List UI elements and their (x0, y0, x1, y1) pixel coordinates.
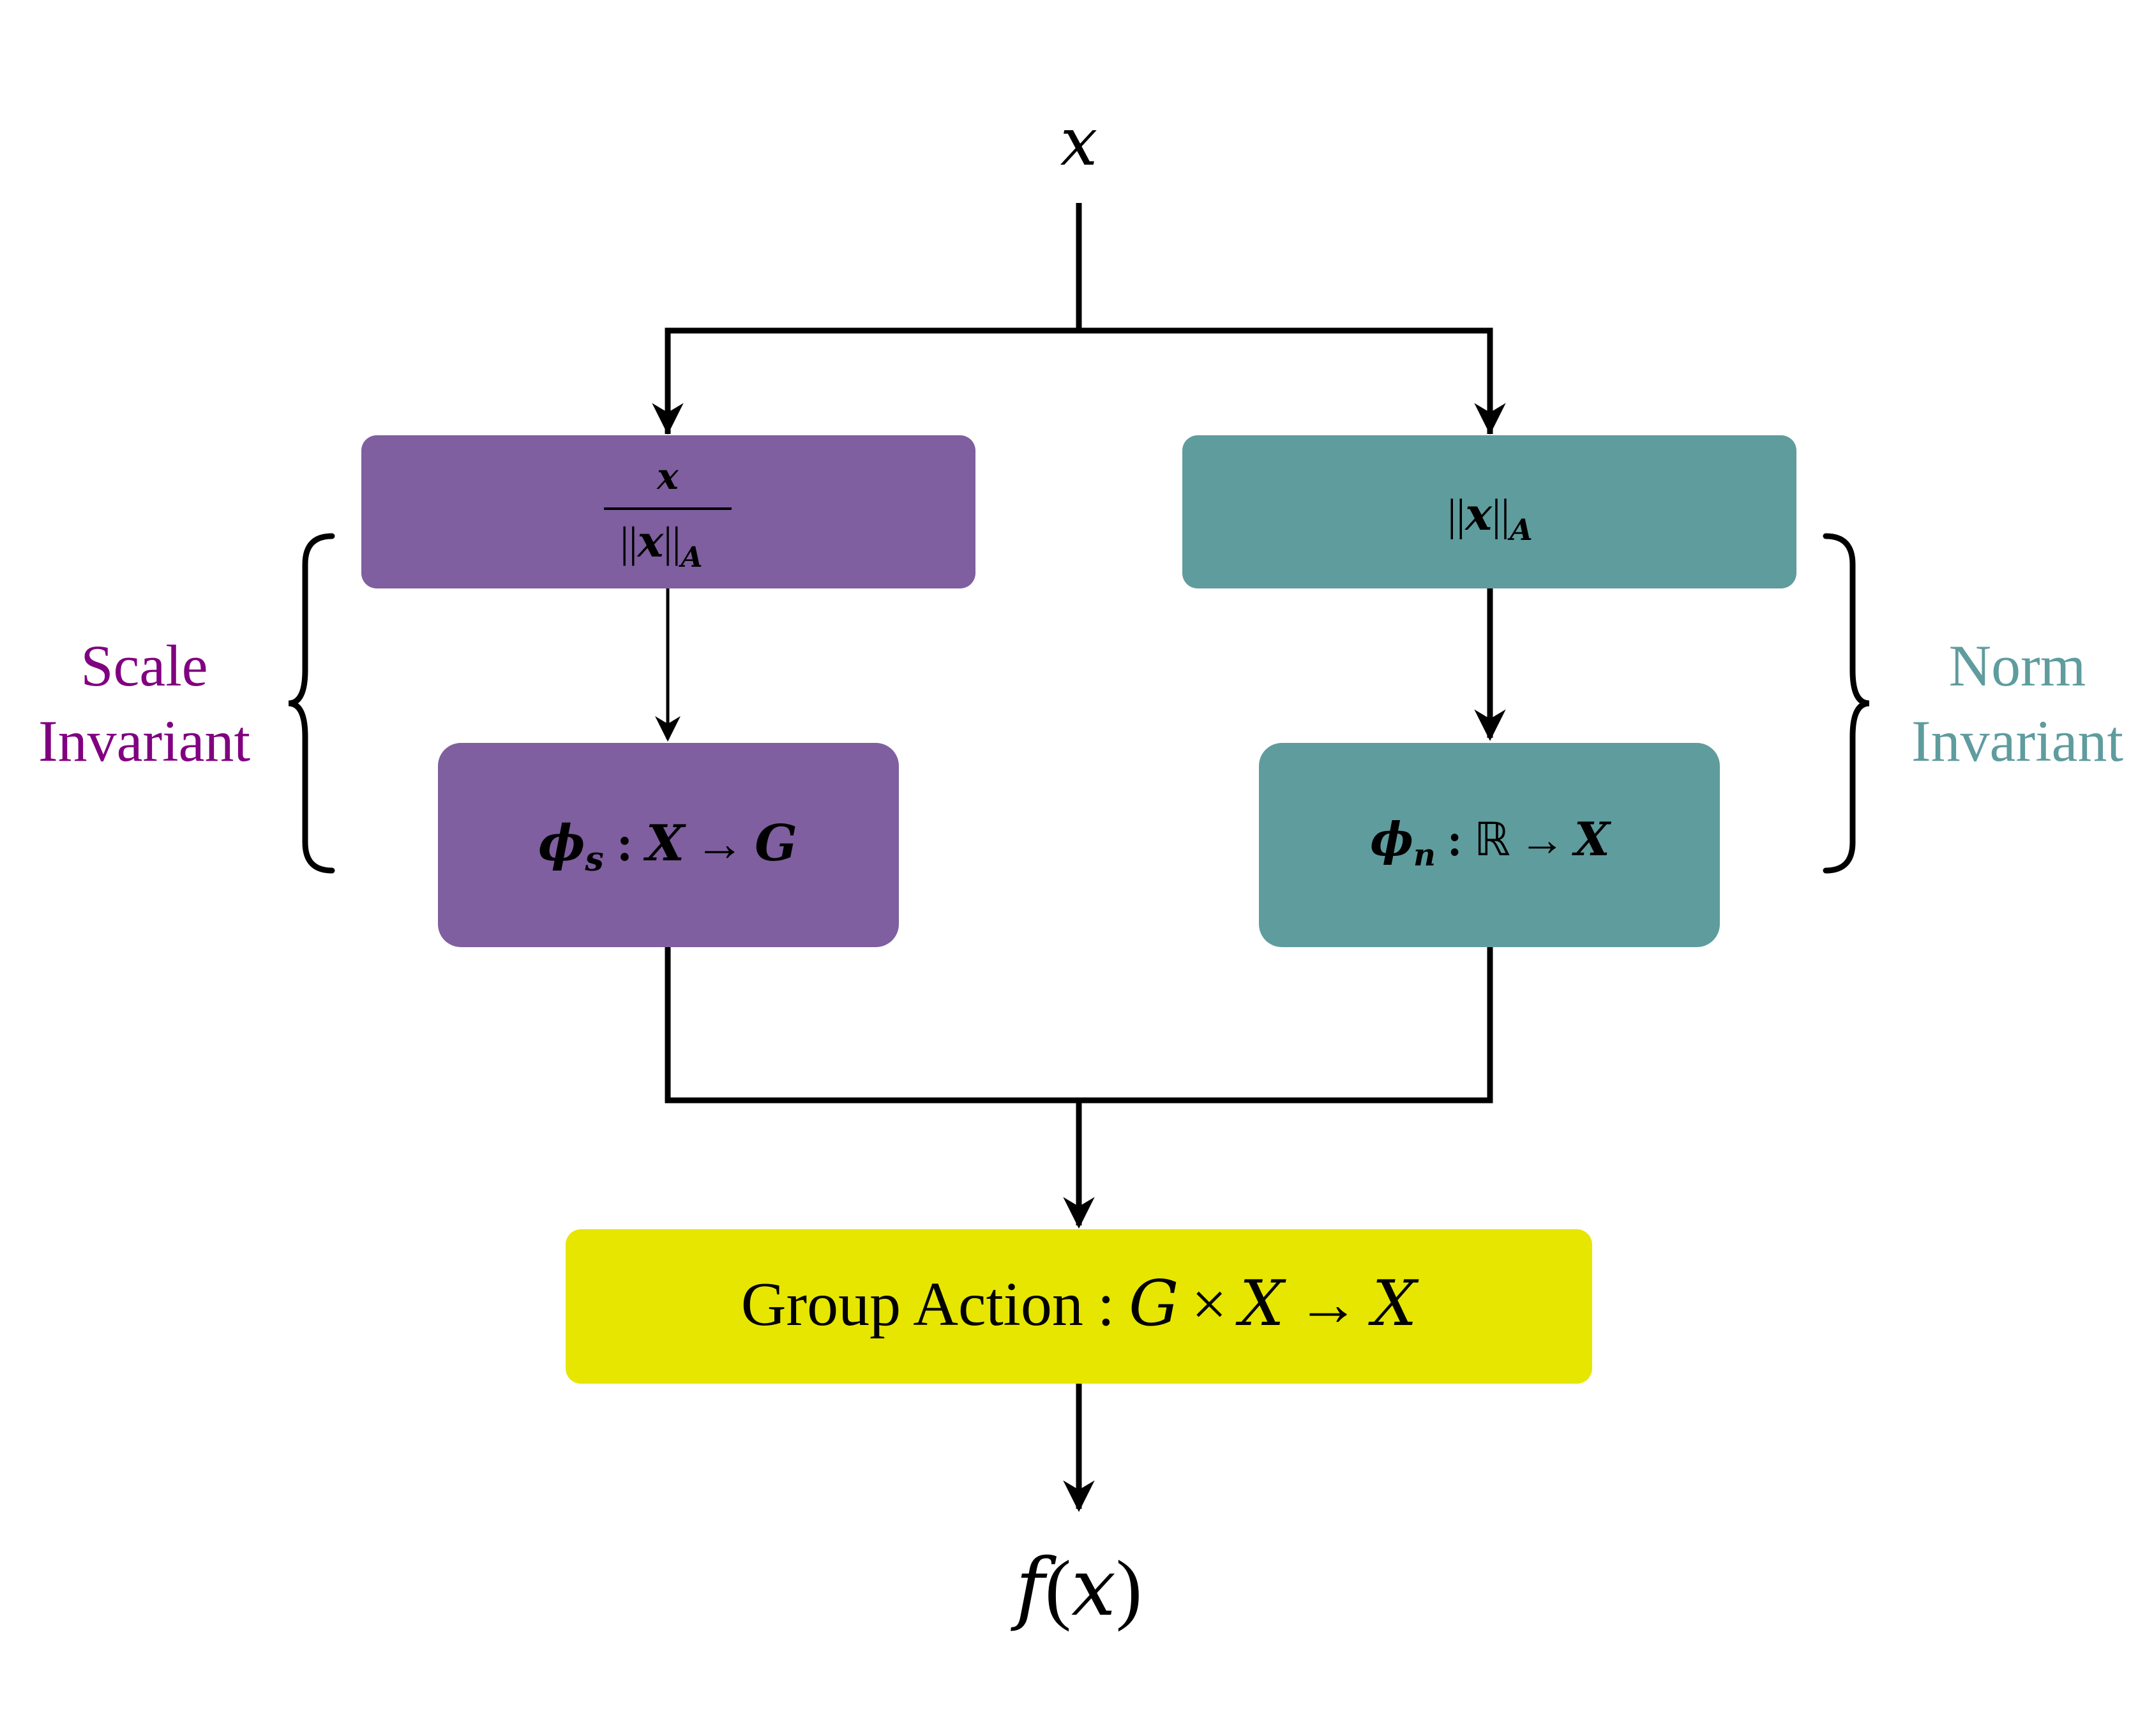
scale-numerator: x (656, 456, 679, 498)
scale-invariant-line1: Scale (80, 633, 207, 698)
norm-invariant-label: Norm Invariant (1911, 633, 2124, 774)
scale-invariant-line2: Invariant (38, 708, 251, 774)
norm-box (1182, 435, 1796, 588)
scale-normalize-box (361, 435, 975, 588)
phi-n-expression: ϕn:ℝ→X (1370, 812, 1612, 873)
norm-invariant-line1: Norm (1949, 633, 2086, 698)
scale-invariant-brace (288, 533, 335, 874)
split-line (665, 327, 1493, 434)
phi-s-expression: ϕs:X→G (538, 814, 797, 879)
norm-invariant-brace (1823, 533, 1870, 874)
merge-line (665, 947, 1493, 1104)
phi-s-box (438, 743, 899, 947)
connectors (652, 203, 1506, 1512)
norm-expression: ||x||A (1447, 488, 1533, 547)
output-expression: f(x) (1011, 1542, 1142, 1634)
scale-invariant-label: Scale Invariant (38, 633, 251, 774)
norm-invariant-line2: Invariant (1911, 708, 2124, 774)
phi-n-box (1259, 743, 1720, 947)
group-action-expression: Group Action:G×X→X (741, 1268, 1420, 1340)
input-variable: x (1060, 103, 1098, 181)
group-action-box (566, 1229, 1592, 1384)
scale-denominator: ||x||A (620, 516, 702, 574)
